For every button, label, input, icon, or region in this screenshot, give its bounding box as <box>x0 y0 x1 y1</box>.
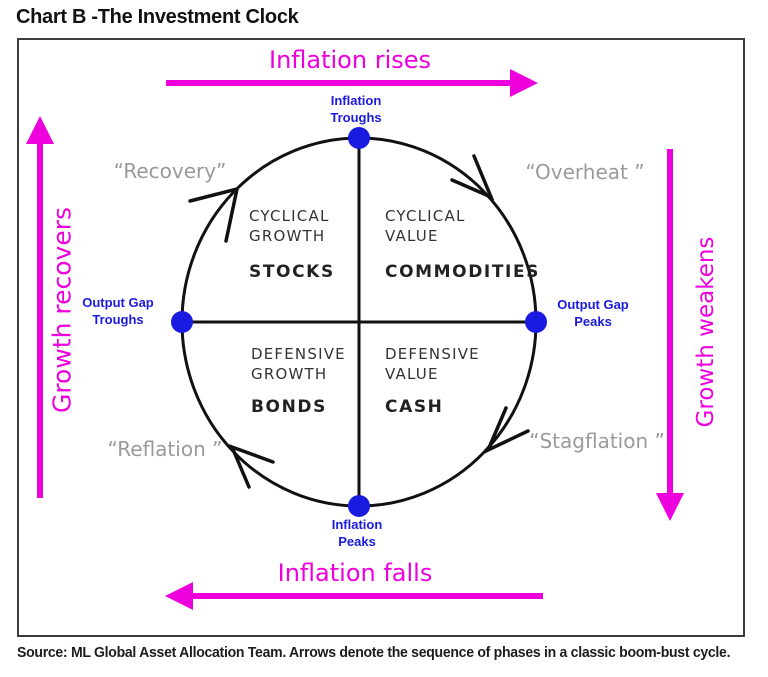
growth-weakens-label: Growth weakens <box>693 236 719 428</box>
page-title: Chart B -The Investment Clock <box>16 6 299 28</box>
phase-overheat-label: “Overheat ” <box>525 160 645 184</box>
clockwise-arrowhead-bottom-left-icon <box>228 443 275 489</box>
phase-stagflation-label: “Stagflation ” <box>529 429 665 453</box>
chart-frame <box>17 38 745 637</box>
inflation-falls-label: Inflation falls <box>277 559 433 587</box>
quadrant-top-left-category: CYCLICAL GROWTH <box>249 207 330 246</box>
growth-weakens-arrow-icon <box>656 149 684 521</box>
inflation-troughs-dot <box>348 127 370 149</box>
phase-reflation-label: “Reflation ” <box>107 437 223 461</box>
source-note: Source: ML Global Asset Allocation Team.… <box>17 645 731 661</box>
quadrant-bottom-left-asset: BONDS <box>251 397 327 417</box>
quadrant-top-right-category: CYCLICAL VALUE <box>385 207 466 246</box>
clockwise-arrowhead-top-right-icon <box>450 154 495 201</box>
output-gap-peaks-label: Output Gap Peaks <box>557 297 629 330</box>
output-gap-troughs-dot <box>171 311 193 333</box>
output-gap-troughs-label: Output Gap Troughs <box>82 295 154 328</box>
clockwise-arrowhead-top-left-icon <box>188 186 240 243</box>
clockwise-arrowhead-bottom-right-icon <box>484 406 530 454</box>
growth-recovers-arrow-icon <box>26 116 54 498</box>
phase-recovery-label: “Recovery” <box>113 159 227 183</box>
quadrant-top-right-asset: COMMODITIES <box>385 262 541 282</box>
quadrant-bottom-right-asset: CASH <box>385 397 444 417</box>
inflation-troughs-label: Inflation Troughs <box>330 93 382 126</box>
inflation-rises-label: Inflation rises <box>268 46 432 74</box>
output-gap-peaks-dot <box>525 311 547 333</box>
inflation-peaks-dot <box>348 495 370 517</box>
inflation-falls-arrow-icon <box>165 582 543 610</box>
quadrant-bottom-right-category: DEFENSIVE VALUE <box>385 345 480 384</box>
quadrant-top-left-asset: STOCKS <box>249 262 335 282</box>
quadrant-bottom-left-category: DEFENSIVE GROWTH <box>251 345 346 384</box>
inflation-peaks-label: Inflation Peaks <box>331 517 383 550</box>
inflation-rises-arrow-icon <box>166 69 538 97</box>
